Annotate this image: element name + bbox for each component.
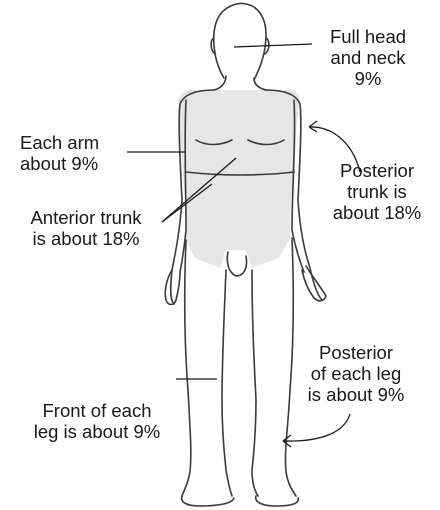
trunk-shading — [178, 90, 300, 268]
leader-head — [234, 44, 312, 47]
label-front-leg: Front of each leg is about 9% — [16, 400, 178, 442]
groin-outline — [227, 252, 246, 276]
neck-right — [254, 78, 266, 90]
right-leg-inner — [252, 270, 258, 496]
arrow-posterior-leg — [283, 414, 350, 441]
left-leg-inner — [222, 270, 232, 496]
left-foot — [182, 496, 234, 506]
label-each-arm: Each arm about 9% — [20, 132, 99, 174]
head-outline — [214, 4, 266, 80]
label-head-neck: Full head and neck 9% — [312, 26, 424, 89]
label-posterior-leg: Posterior of each leg is about 9% — [294, 342, 418, 405]
label-posterior-trunk: Posterior trunk is about 18% — [322, 160, 432, 223]
right-foot — [256, 496, 299, 506]
label-anterior-trunk: Anterior trunk is about 18% — [4, 207, 168, 249]
left-hand — [165, 270, 180, 305]
left-leg-outer — [182, 240, 191, 496]
